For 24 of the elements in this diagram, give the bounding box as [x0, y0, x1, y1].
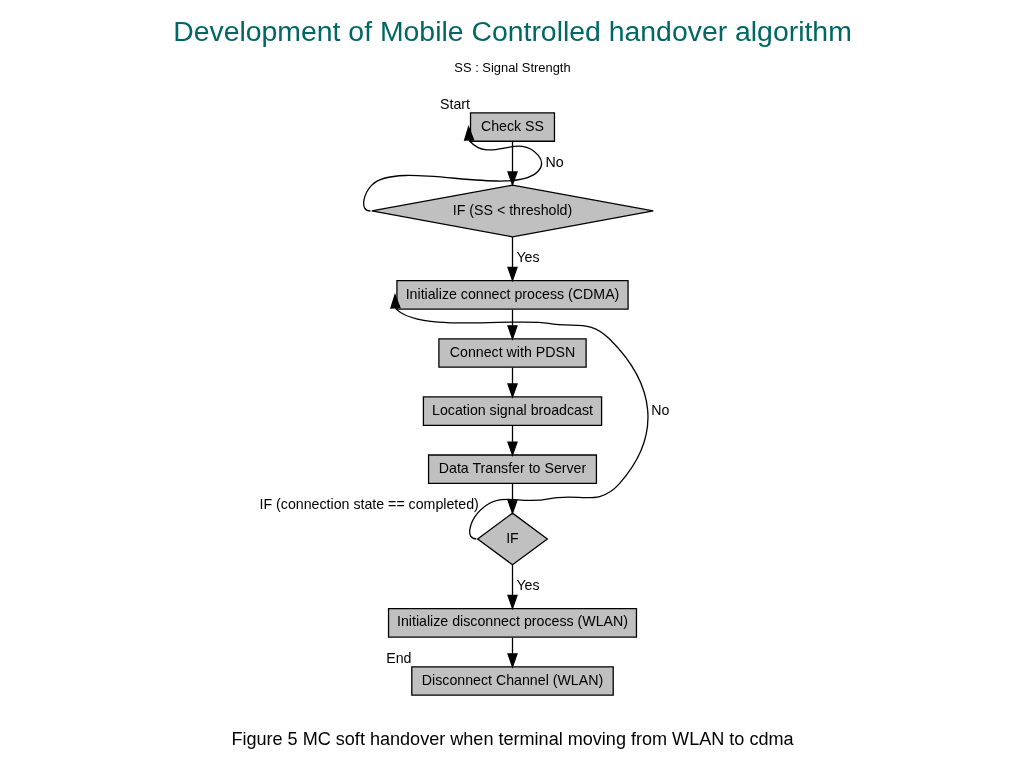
edge-label: No: [544, 153, 564, 170]
edge-label: Yes: [515, 249, 540, 266]
diagram-title: Development of Mobile Controlled handover algorithm: [172, 15, 852, 48]
node-diamond: IF: [476, 512, 548, 566]
edge-label: Yes: [515, 577, 540, 594]
node-box: Disconnect Channel (WLAN): [410, 666, 614, 696]
node-label: End: [385, 649, 411, 666]
node-box: Location signal broadcast: [422, 396, 602, 426]
node-box: Connect with PDSN: [437, 338, 587, 368]
node-label: IF (connection state == completed): [259, 495, 479, 512]
caption: Figure 5 MC soft handover when terminal moving from WLAN to cdma: [230, 728, 794, 749]
arrow: [506, 564, 518, 611]
node-box: Data Transfer to Server: [427, 454, 597, 485]
node-box: Initialize disconnect process (WLAN): [387, 608, 637, 638]
edge-label: No: [650, 401, 669, 418]
arrow: [362, 125, 542, 212]
arrow: [506, 236, 518, 283]
arrow: [506, 140, 518, 187]
label: SS : Signal Strength: [453, 60, 571, 76]
node-label: Start: [439, 95, 470, 112]
node-box: Check SS: [469, 112, 555, 142]
arrow: [389, 292, 648, 540]
node-diamond: IF (SS < threshold): [370, 184, 654, 238]
node-box: Initialize connect process (CDMA): [395, 280, 629, 310]
